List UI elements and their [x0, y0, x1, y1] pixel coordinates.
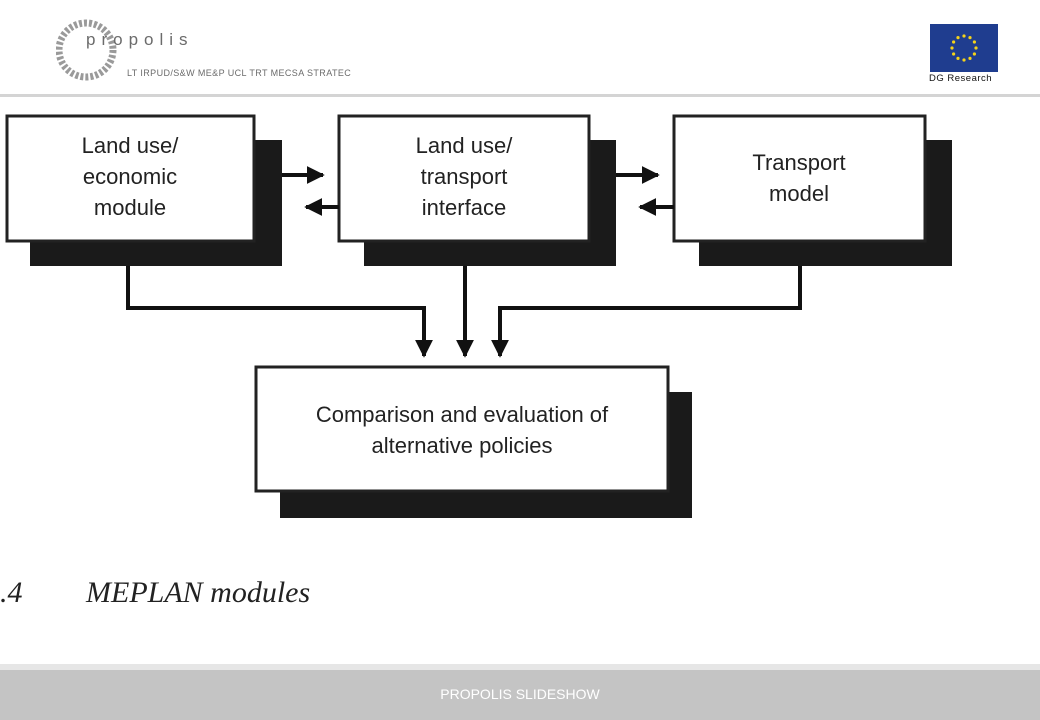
land-use-economic-box: Land use/ economic module — [5, 114, 282, 266]
eu-flag-icon — [930, 24, 998, 72]
interface-label-2: transport — [421, 164, 508, 189]
land-use-economic-label-3: module — [94, 195, 166, 220]
transport-model-label-2: model — [769, 181, 829, 206]
slide-header: propolis LT IRPUD/S&W ME&P UCL TRT MECSA… — [0, 0, 1040, 94]
connector-transport-to-comparison — [491, 266, 802, 358]
transport-model-box: Transport model — [672, 114, 952, 266]
meplan-diagram: Land use/ economic module Land use/ tran… — [5, 114, 952, 518]
comparison-label-2: alternative policies — [372, 433, 553, 458]
logo-wordmark: propolis — [86, 30, 194, 49]
interface-label-3: interface — [422, 195, 506, 220]
footer-title: PROPOLIS SLIDESHOW — [440, 686, 600, 702]
transport-model-label-1: Transport — [752, 150, 845, 175]
figure-number: .4 — [0, 576, 23, 609]
header-divider — [0, 94, 1040, 97]
interface-label-1: Land use/ — [416, 133, 514, 158]
comparison-label-1: Comparison and evaluation of — [316, 402, 609, 427]
land-use-economic-label-2: economic — [83, 164, 177, 189]
partner-list: LT IRPUD/S&W ME&P UCL TRT MECSA STRATEC — [127, 68, 352, 78]
land-use-economic-label-1: Land use/ — [82, 133, 180, 158]
eu-caption: DG Research — [929, 73, 993, 84]
slide-footer: PROPOLIS SLIDESHOW — [0, 670, 1040, 720]
connector-economic-to-comparison — [126, 266, 433, 358]
figure-title: MEPLAN modules — [86, 576, 311, 609]
footer-divider — [0, 664, 1040, 670]
land-use-transport-interface-box: Land use/ transport interface — [337, 114, 616, 266]
propolis-logo-icon — [56, 19, 117, 81]
comparison-evaluation-box: Comparison and evaluation of alternative… — [254, 365, 692, 518]
